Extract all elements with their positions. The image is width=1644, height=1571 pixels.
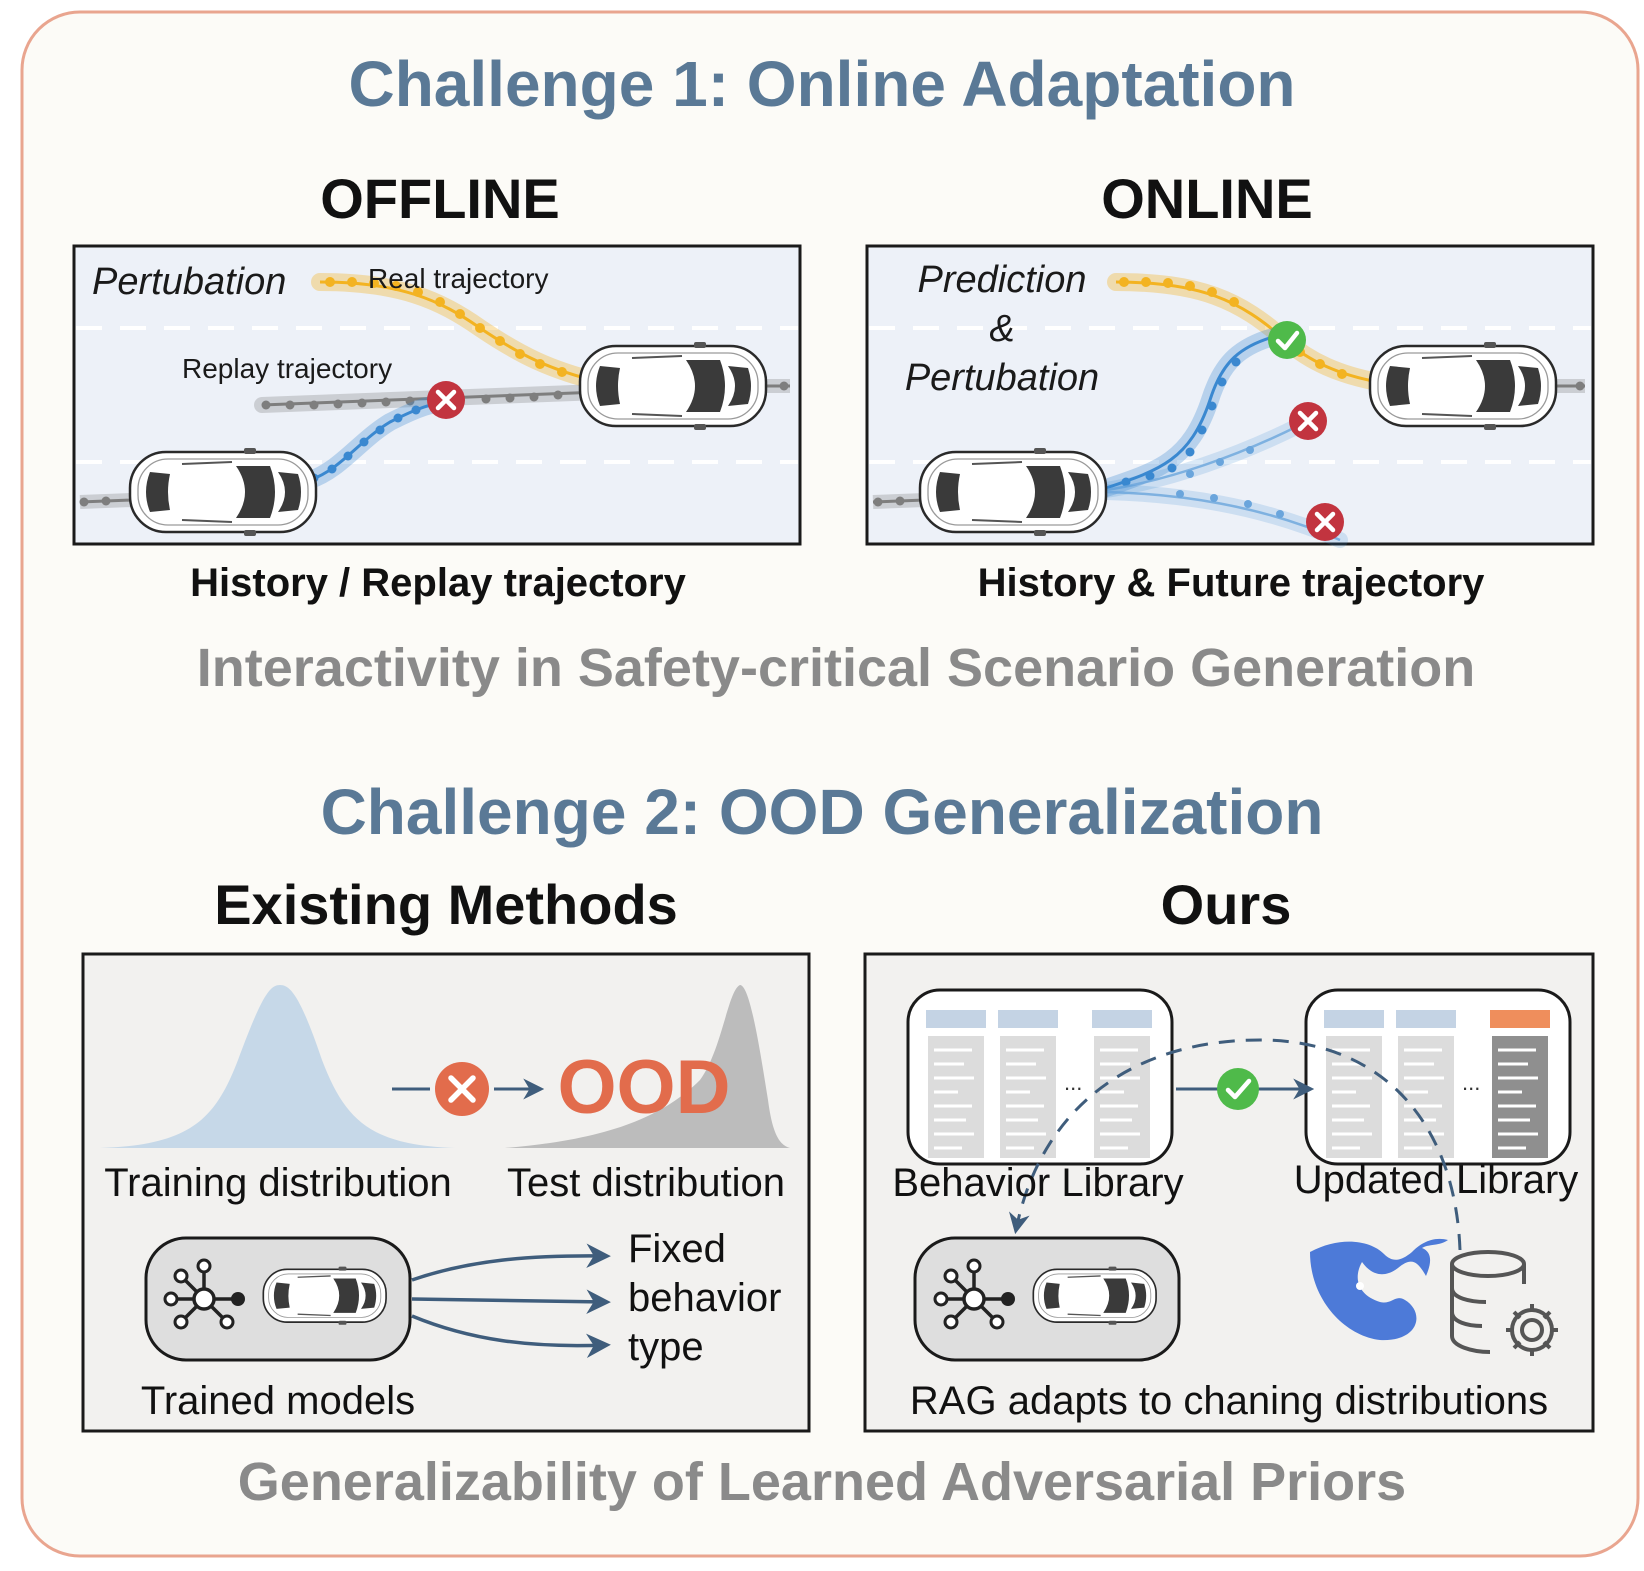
- replay-trajectory-label: Replay trajectory: [182, 353, 392, 384]
- existing-methods-heading: Existing Methods: [214, 873, 678, 936]
- behavior-library-icon: ...: [906, 988, 1174, 1166]
- online-panel: Prediction & Pertubation: [865, 244, 1595, 548]
- car-icon: [128, 446, 318, 538]
- updated-library-label: Updated Library: [1294, 1158, 1579, 1202]
- trained-models-label: Trained models: [141, 1379, 415, 1423]
- existing-methods-panel: OOD Training distribution Test distribut…: [81, 952, 811, 1433]
- online-caption: History & Future trajectory: [978, 561, 1486, 605]
- fixed-behavior-line3: type: [628, 1325, 704, 1369]
- ampersand-label: &: [989, 308, 1014, 350]
- ood-label: OOD: [557, 1045, 730, 1130]
- svg-text:...: ...: [1064, 1070, 1082, 1095]
- online-perturbation-label: Pertubation: [905, 357, 1099, 399]
- car-icon: [578, 340, 768, 432]
- prediction-label: Prediction: [918, 259, 1087, 301]
- offline-panel: Pertubation Real trajectory Replay traje…: [72, 244, 802, 546]
- cross-icon: [435, 1062, 489, 1116]
- check-icon: [1268, 321, 1306, 359]
- challenge2-subtitle: Generalizability of Learned Adversarial …: [238, 1452, 1406, 1512]
- test-distribution-label: Test distribution: [507, 1161, 785, 1205]
- offline-heading: OFFLINE: [320, 167, 560, 230]
- car-icon: [262, 1265, 387, 1326]
- real-trajectory-label: Real trajectory: [368, 263, 549, 294]
- svg-text:...: ...: [1462, 1070, 1480, 1095]
- updated-library-icon: ...: [1304, 988, 1572, 1166]
- challenge1-subtitle: Interactivity in Safety-critical Scenari…: [197, 638, 1475, 698]
- cross-icon: [427, 381, 465, 419]
- cross-icon: [1306, 503, 1344, 541]
- car-icon: [1032, 1265, 1157, 1326]
- rag-caption: RAG adapts to chaning distributions: [910, 1379, 1548, 1423]
- database-gear-icon: [1450, 1250, 1558, 1356]
- check-icon: [1217, 1068, 1259, 1110]
- car-icon: [1368, 340, 1558, 432]
- test-distribution-curve: [505, 985, 790, 1148]
- whale-icon: [1310, 1238, 1448, 1341]
- offline-perturbation-label: Pertubation: [92, 261, 286, 303]
- challenge2-title: Challenge 2: OOD Generalization: [321, 776, 1324, 848]
- challenge1-title: Challenge 1: Online Adaptation: [348, 48, 1295, 120]
- fixed-behavior-line2: behavior: [628, 1276, 781, 1320]
- online-heading: ONLINE: [1101, 167, 1313, 230]
- behavior-library-label: Behavior Library: [892, 1161, 1183, 1205]
- training-distribution-label: Training distribution: [104, 1161, 452, 1205]
- offline-caption: History / Replay trajectory: [190, 561, 686, 605]
- car-icon: [918, 446, 1108, 538]
- training-distribution-curve: [100, 985, 455, 1148]
- ours-heading: Ours: [1161, 873, 1292, 936]
- cross-icon: [1289, 402, 1327, 440]
- fixed-behavior-line1: Fixed: [628, 1227, 726, 1271]
- ours-panel: ... ...: [863, 952, 1595, 1433]
